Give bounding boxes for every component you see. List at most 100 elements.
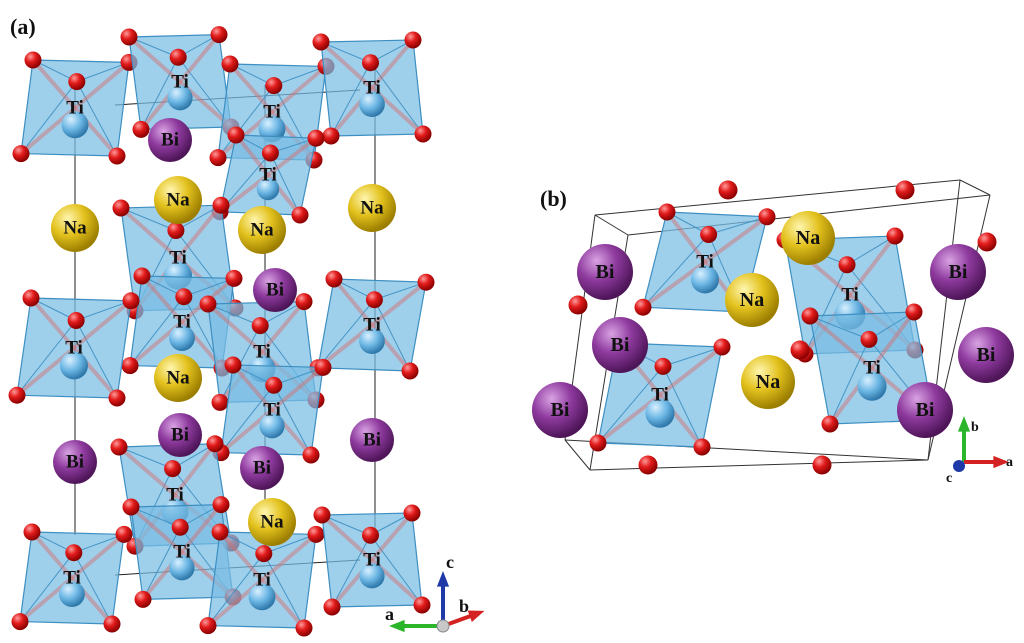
oxygen-atom bbox=[110, 438, 128, 456]
na-label: Na bbox=[166, 368, 190, 389]
oxygen-atom bbox=[224, 356, 242, 374]
oxygen-atom bbox=[134, 590, 152, 608]
titanium-atom bbox=[167, 85, 193, 111]
titanium-atom bbox=[359, 91, 385, 117]
ti-o-bond bbox=[319, 40, 374, 90]
bi-label: Bi bbox=[253, 458, 271, 479]
octahedron-edge bbox=[75, 320, 118, 399]
unit-cell-edge bbox=[564, 439, 591, 471]
octahedron-edge bbox=[207, 553, 265, 626]
oxygen-atom bbox=[8, 386, 26, 404]
oxygen-atom bbox=[169, 48, 187, 66]
oxygen-atom bbox=[261, 144, 279, 162]
ti-label: Ti bbox=[66, 98, 84, 119]
oxygen-atom bbox=[199, 617, 217, 635]
ti-label: Ti bbox=[841, 285, 859, 306]
octahedron-edge bbox=[374, 281, 427, 301]
oxygen-atom bbox=[206, 435, 224, 453]
ti-o-bond bbox=[119, 206, 180, 260]
titanium-atom bbox=[60, 351, 88, 380]
ti-o-bond bbox=[29, 296, 76, 350]
axis-a-label: a bbox=[1006, 455, 1013, 470]
oxygen-atom bbox=[12, 145, 30, 163]
oxygen-atom bbox=[108, 147, 126, 165]
oxygen-atom bbox=[108, 389, 126, 407]
bi-label: Bi bbox=[596, 261, 615, 283]
na-label: Na bbox=[260, 512, 284, 533]
ti-o-bond bbox=[176, 203, 223, 260]
octahedron-edge bbox=[19, 552, 75, 622]
ti-label: Ti bbox=[169, 248, 187, 269]
bi-label: Bi bbox=[161, 130, 179, 151]
sodium-atom bbox=[154, 176, 202, 224]
oxygen-atom bbox=[120, 28, 138, 46]
bi-label: Bi bbox=[916, 399, 935, 421]
titanium-atom bbox=[259, 413, 285, 439]
oxygen-atom bbox=[638, 455, 658, 475]
sodium-atom bbox=[238, 206, 286, 254]
octahedron-edge bbox=[128, 36, 179, 58]
octahedron-edge bbox=[662, 366, 703, 448]
ti-o-bond bbox=[30, 530, 74, 580]
oxygen-atom bbox=[265, 77, 283, 95]
oxygen-atom bbox=[413, 596, 431, 614]
octahedron-edge bbox=[804, 264, 848, 355]
ti-label: Ti bbox=[651, 385, 669, 406]
oxygen-atom bbox=[307, 525, 325, 543]
ti-o-bond bbox=[848, 234, 897, 297]
na-label: Na bbox=[360, 198, 384, 219]
ti-label: Ti bbox=[65, 338, 83, 359]
bi-label: Bi bbox=[949, 261, 968, 283]
ti-o-bond bbox=[73, 60, 131, 110]
ti-label: Ti bbox=[63, 568, 81, 589]
titanium-atom bbox=[645, 398, 675, 428]
oxygen-atom bbox=[291, 206, 309, 224]
sodium-atom bbox=[348, 184, 396, 232]
octahedron-edge bbox=[76, 61, 130, 83]
ti-label: Ti bbox=[259, 165, 277, 186]
oxygen-atom bbox=[212, 496, 230, 514]
titanium-atom bbox=[169, 325, 195, 351]
ti-o-bond bbox=[231, 363, 274, 412]
ti-o-bond bbox=[129, 505, 184, 554]
ti-o-bond bbox=[180, 503, 223, 554]
unit-cell-edge bbox=[959, 179, 991, 196]
titanium-atom bbox=[61, 111, 89, 139]
ti-label: Ti bbox=[166, 485, 184, 506]
octahedron-edge bbox=[662, 346, 723, 367]
ti-o-bond bbox=[228, 62, 274, 114]
ti-o-bond bbox=[234, 133, 270, 177]
axis-b-label: b bbox=[971, 420, 979, 435]
bi-label: Bi bbox=[66, 452, 84, 473]
octahedron-edge bbox=[263, 553, 305, 629]
oxygen-atom bbox=[323, 598, 341, 616]
oxygen-atom bbox=[23, 523, 41, 541]
na-label: Na bbox=[63, 218, 87, 239]
bismuth-atom bbox=[532, 382, 588, 438]
titanium-atom bbox=[256, 177, 280, 201]
sodium-atom bbox=[154, 354, 202, 402]
ti-o-bond bbox=[808, 314, 874, 370]
oxygen-atom bbox=[758, 208, 776, 226]
oxygen-atom bbox=[251, 317, 269, 335]
octahedron-edge bbox=[75, 300, 132, 321]
octahedron-edge bbox=[20, 81, 78, 154]
octahedron-edge bbox=[140, 57, 179, 130]
oxygen-atom bbox=[313, 506, 331, 524]
ti-label: Ti bbox=[173, 312, 191, 333]
ti-label: Ti bbox=[263, 400, 281, 421]
oxygen-atom bbox=[211, 523, 229, 541]
octahedron-edge bbox=[708, 216, 768, 235]
oxygen-atom bbox=[175, 288, 193, 306]
oxygen-atom bbox=[171, 518, 189, 536]
oxygen-atom bbox=[403, 504, 421, 522]
octahedron-edge bbox=[331, 535, 371, 608]
bismuth-atom bbox=[350, 418, 394, 462]
oxygen-atom bbox=[225, 269, 243, 287]
ti-o-bond bbox=[332, 277, 374, 327]
axis-triad-b: bac bbox=[946, 416, 1013, 486]
octahedron-edge bbox=[321, 514, 371, 536]
bismuth-atom bbox=[930, 244, 986, 300]
bi-label: Bi bbox=[266, 280, 284, 301]
